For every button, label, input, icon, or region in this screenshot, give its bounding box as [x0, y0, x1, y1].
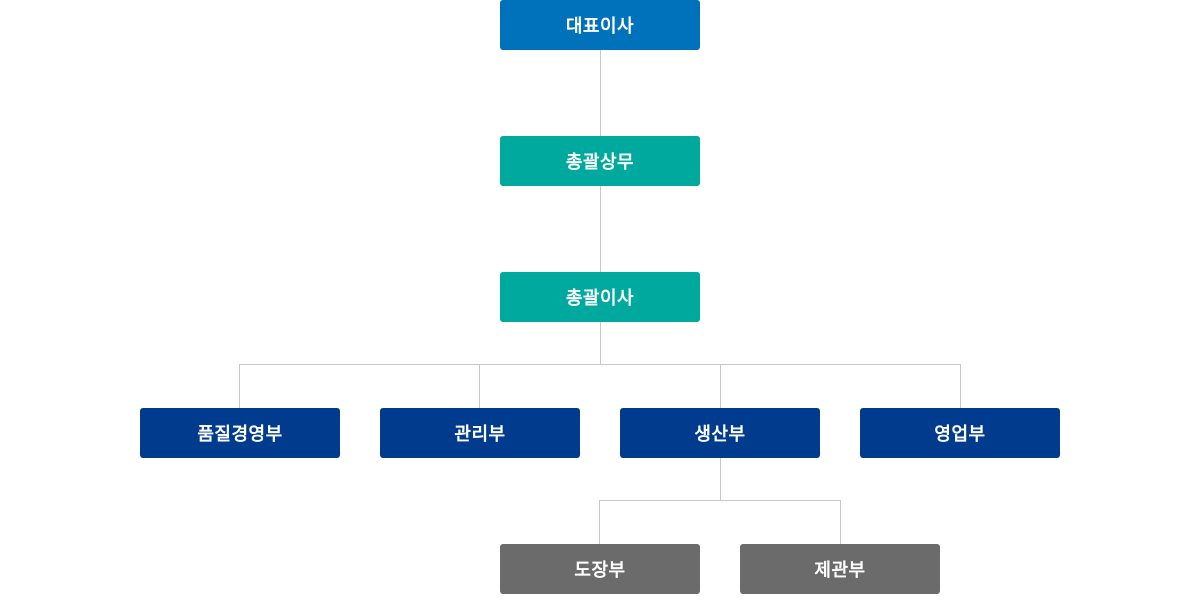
node-ceo: 대표이사	[500, 0, 700, 50]
connector-managing-to-director	[600, 186, 601, 272]
connector-director-down	[600, 322, 601, 364]
connector-to-painting	[599, 500, 600, 544]
connector-to-management	[479, 364, 480, 408]
connector-teams-bar	[599, 500, 841, 501]
connector-to-quality	[239, 364, 240, 408]
node-executive-managing-director: 총괄상무	[500, 136, 700, 186]
node-department-production-label: 생산부	[694, 424, 746, 445]
node-department-sales-label: 영업부	[934, 424, 986, 445]
node-team-fabrication-label: 제관부	[814, 560, 866, 581]
connector-production-down	[720, 458, 721, 500]
node-ceo-label: 대표이사	[565, 16, 635, 37]
node-executive-director: 총괄이사	[500, 272, 700, 322]
node-department-sales: 영업부	[860, 408, 1060, 458]
node-team-painting-label: 도장부	[574, 560, 626, 581]
node-executive-managing-director-label: 총괄상무	[565, 152, 635, 173]
connector-to-sales	[960, 364, 961, 408]
node-department-quality: 품질경영부	[140, 408, 340, 458]
node-department-management-label: 관리부	[454, 424, 506, 445]
connector-to-fabrication	[840, 500, 841, 544]
node-department-management: 관리부	[380, 408, 580, 458]
connector-departments-bar	[239, 364, 961, 365]
node-executive-director-label: 총괄이사	[565, 288, 635, 309]
connector-to-production	[720, 364, 721, 408]
connector-ceo-to-managing	[600, 50, 601, 136]
node-department-production: 생산부	[620, 408, 820, 458]
node-department-quality-label: 품질경영부	[197, 424, 283, 445]
node-team-painting: 도장부	[500, 544, 700, 594]
node-team-fabrication: 제관부	[740, 544, 940, 594]
